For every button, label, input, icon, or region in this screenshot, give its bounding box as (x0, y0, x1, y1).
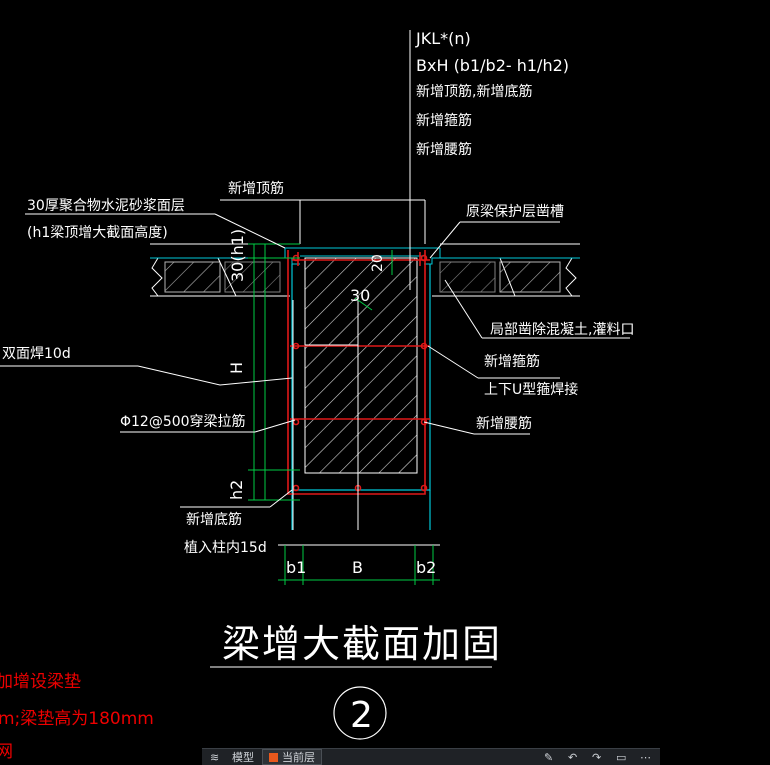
beam-code-text: JKL*(n) (415, 29, 471, 48)
construction-lines (278, 30, 440, 546)
dim-h2: h2 (227, 480, 246, 500)
label-bottom-bar-2: 植入柱内15d (184, 540, 267, 556)
dim-30: 30 (350, 286, 370, 305)
label-mortar-1: 30厚聚合物水泥砂浆面层 (27, 198, 185, 214)
current-layer-dropdown[interactable]: 当前层 (262, 749, 322, 765)
red-note-3: 网 (0, 742, 13, 762)
layer-manager-icon[interactable]: ≋ (210, 750, 220, 764)
leader-note-1: 新增顶筋,新增底筋 (416, 83, 532, 100)
beam-size-text: BxH (b1/b2- h1/h2) (416, 56, 569, 75)
status-tools: ✎ ↶ ↷ ▭ ⋯ (544, 752, 660, 763)
view-icon[interactable]: ▭ (616, 750, 627, 764)
leader-note-2: 新增箍筋 (416, 112, 472, 129)
label-cover-groove: 原梁保护层凿槽 (466, 204, 564, 220)
dim-20: 20 (370, 254, 386, 272)
layer-name: 当前层 (282, 751, 315, 764)
more-icon[interactable]: ⋯ (640, 750, 651, 764)
leader-lines (0, 199, 630, 668)
dim-H: H (227, 362, 246, 374)
redo-icon[interactable]: ↷ (592, 750, 602, 764)
layout-label[interactable]: 模型 (232, 751, 254, 764)
enlarged-section (291, 264, 431, 530)
red-note-1: 加增设梁垫 (0, 672, 81, 692)
layer-color-swatch (269, 752, 278, 762)
label-mortar-2: (h1梁顶增大截面高度) (27, 224, 168, 241)
label-stirrup-2: 上下U型箍焊接 (484, 381, 578, 398)
dim-h1: 30(h1) (228, 229, 247, 282)
label-tie-bar: Φ12@500穿梁拉筋 (120, 413, 246, 430)
title-number: 2 (350, 695, 373, 736)
dim-b2: b2 (416, 558, 436, 577)
label-weld: 双面焊10d (2, 346, 71, 362)
dim-B: B (352, 558, 363, 577)
dimension-lines (248, 243, 440, 585)
label-bottom-bar-1: 新增底筋 (186, 511, 242, 528)
title-number-circle (333, 686, 387, 740)
red-note-2: m;梁垫高为180mm (0, 709, 154, 729)
label-top-bar: 新增顶筋 (228, 180, 284, 197)
label-local-removal: 局部凿除混凝土,灌料口 (490, 322, 634, 338)
label-stirrup-1: 新增箍筋 (484, 353, 540, 370)
leader-note-3: 新增腰筋 (416, 141, 472, 158)
pen-icon[interactable]: ✎ (544, 750, 554, 764)
dim-b1: b1 (286, 558, 306, 577)
label-waist-bar: 新增腰筋 (476, 415, 532, 432)
undo-icon[interactable]: ↶ (568, 750, 578, 764)
original-beam (304, 257, 418, 474)
status-bar: ≋ 模型 当前层 ✎ ↶ ↷ ▭ ⋯ (202, 748, 660, 765)
title-text: 梁增大截面加固 (222, 622, 502, 666)
